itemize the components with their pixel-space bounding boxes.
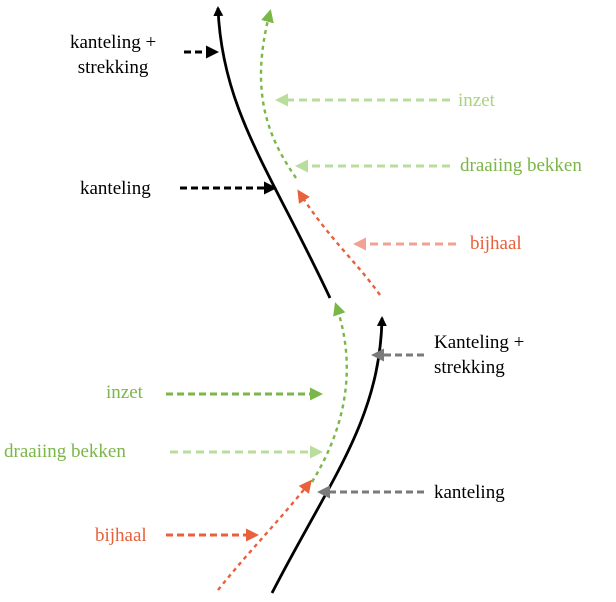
label-top-onset: inzet (458, 90, 495, 111)
label-bottom-pelvis-rotation: draaiing bekken (4, 441, 126, 462)
label-top-tilt: kanteling (80, 178, 151, 199)
label-top-pelvis-rotation: draaiing bekken (460, 155, 582, 176)
label-bottom-catch-up: bijhaal (95, 525, 147, 546)
lower-red-dotted-trajectory (217, 479, 312, 591)
label-top-tilt-extension: kanteling + strekking (70, 32, 157, 78)
label-top-catch-up: bijhaal (470, 233, 522, 254)
lower-green-dotted-trajectory (310, 302, 348, 483)
label-bottom-tilt: kanteling (434, 482, 505, 503)
label-bottom-onset: inzet (106, 382, 143, 403)
upper-black-trajectory (213, 6, 332, 299)
upper-red-dotted-trajectory (297, 189, 381, 296)
upper-green-dotted-trajectory (259, 9, 297, 179)
label-bottom-tilt-extension: Kanteling + strekking (434, 332, 525, 378)
lower-black-trajectory (270, 316, 387, 594)
